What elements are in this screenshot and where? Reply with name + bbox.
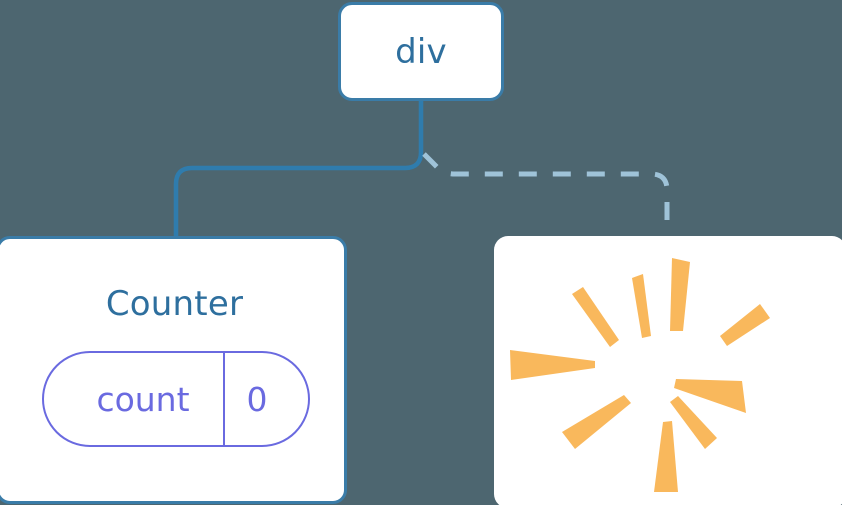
- node-div[interactable]: div: [338, 2, 504, 101]
- burst-ray: [632, 274, 651, 338]
- burst-ray: [510, 350, 595, 380]
- burst-ray: [654, 421, 678, 492]
- burst-ray: [562, 395, 631, 449]
- burst-ray: [720, 304, 770, 346]
- state-pill-divider: [222, 353, 225, 445]
- burst-ray: [674, 379, 746, 413]
- state-pill-count[interactable]: count 0: [41, 351, 310, 447]
- node-loading[interactable]: [494, 236, 842, 505]
- burst-ray: [670, 396, 717, 449]
- node-counter[interactable]: Counter count 0: [0, 236, 347, 504]
- burst-ray: [572, 287, 619, 347]
- sunburst-loading-icon: [510, 258, 770, 492]
- state-pill-key: count: [96, 379, 190, 419]
- node-counter-label: Counter: [105, 284, 244, 324]
- state-pill-value: 0: [246, 379, 268, 419]
- node-div-label: div: [395, 31, 447, 72]
- edge-root-to-counter: [173, 97, 424, 241]
- burst-ray: [670, 258, 690, 331]
- edge-root-to-loading: [422, 152, 670, 238]
